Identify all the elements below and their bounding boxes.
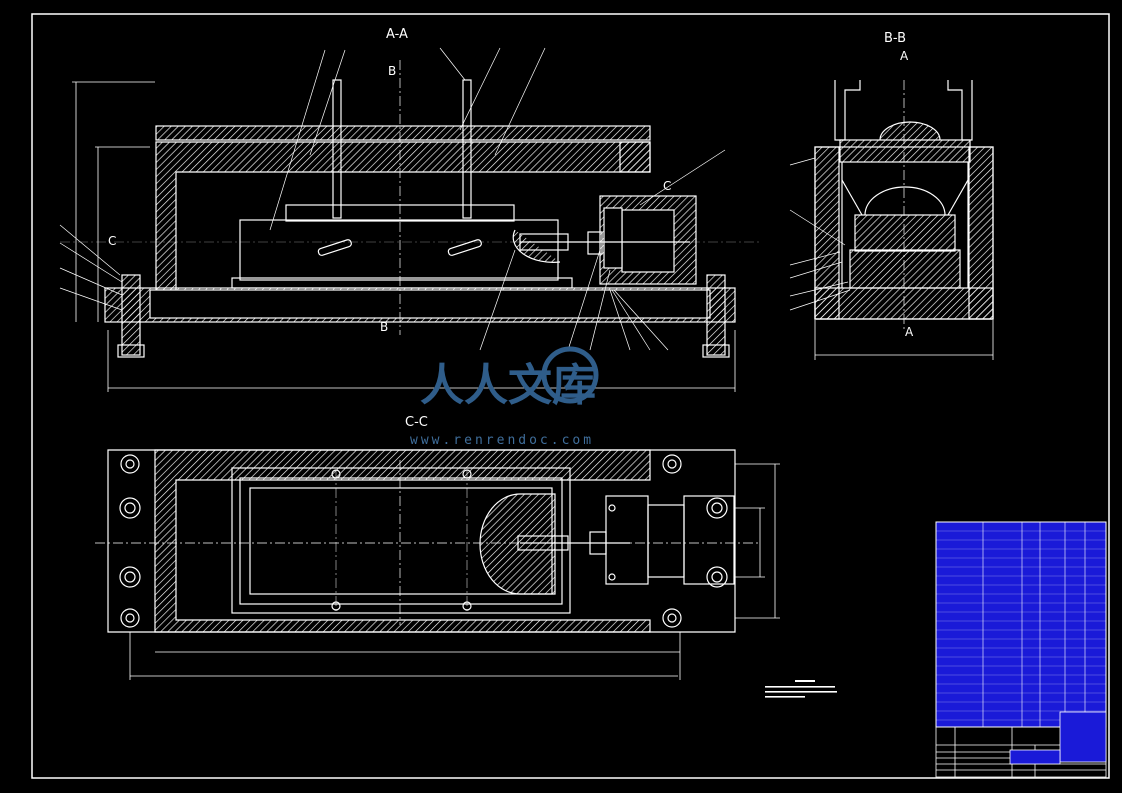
technical-notes <box>765 680 837 698</box>
section-aa-title: A-A <box>386 27 408 42</box>
parts-list-table <box>935 521 1107 728</box>
watermark: 人人文库 www.renrendoc.com <box>410 346 599 448</box>
bolt-holes <box>119 454 728 628</box>
section-bb-view <box>789 80 994 360</box>
section-mark-c-right: C <box>663 179 671 193</box>
watermark-brand: 人人文库 <box>420 360 596 411</box>
section-bb-title: B-B <box>884 31 906 46</box>
title-block <box>935 711 1107 778</box>
watermark-logo-icon <box>541 346 599 404</box>
section-mark-b-bottom: B <box>380 320 388 334</box>
watermark-url: www.renrendoc.com <box>410 433 594 448</box>
section-mark-a-top: A <box>900 49 909 63</box>
section-mark-c-left: C <box>108 234 116 248</box>
drawing-frame <box>31 13 1110 779</box>
section-mark-b-top: B <box>388 64 396 78</box>
section-mark-a-bottom: A <box>905 325 914 339</box>
section-cc-view <box>95 449 780 680</box>
section-aa-view <box>59 47 760 392</box>
section-cc-title: C-C <box>405 415 428 430</box>
